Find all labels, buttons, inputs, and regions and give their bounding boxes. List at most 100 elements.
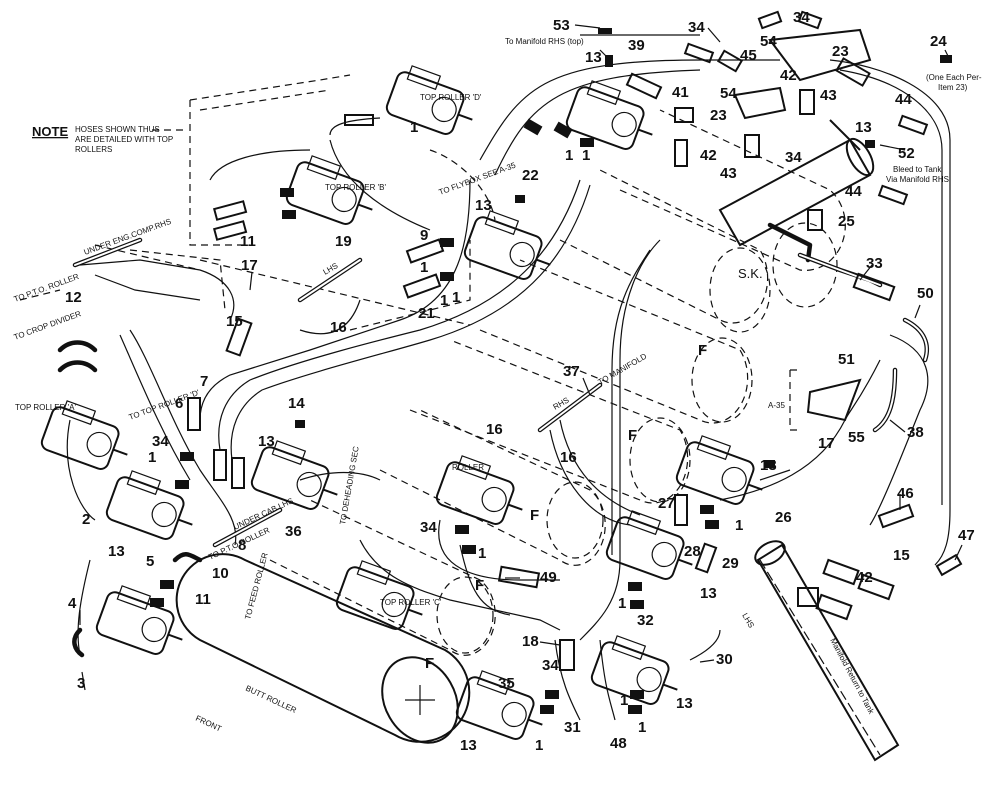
callout-1l: 1 bbox=[452, 289, 460, 306]
hose-left-bends bbox=[57, 340, 203, 658]
one-each-per-label: (One Each Per- bbox=[926, 73, 982, 82]
hose-29 bbox=[694, 542, 718, 574]
manifold-37 bbox=[537, 382, 603, 433]
callout-28: 28 bbox=[684, 543, 701, 560]
fittings-42-15 bbox=[797, 558, 895, 621]
roller-cylinder-center: F bbox=[409, 339, 691, 504]
callout-5: 5 bbox=[146, 553, 154, 570]
motor-top-roller-d bbox=[385, 65, 473, 135]
hose-46 bbox=[877, 503, 915, 529]
motor-top-roller-b bbox=[285, 155, 373, 225]
roller-cylinder-sk: S.K. bbox=[559, 169, 771, 333]
callout-16: 16 bbox=[330, 319, 347, 336]
callout-55: 55 bbox=[848, 429, 865, 446]
under-eng-comp-rhs-label: UNDER ENG.COMP.RHS bbox=[83, 217, 173, 257]
callout-36: 36 bbox=[285, 523, 302, 540]
callout-31: 31 bbox=[564, 719, 581, 736]
callout-1j: 1 bbox=[638, 719, 646, 736]
callout-11: 11 bbox=[240, 233, 256, 250]
callout-21: 21 bbox=[418, 305, 435, 322]
top-roller-b-label: TOP ROLLER 'B' bbox=[325, 183, 386, 192]
callout-1g: 1 bbox=[478, 545, 486, 562]
motor-bottom-center bbox=[455, 670, 543, 740]
callout-22: 22 bbox=[522, 167, 539, 184]
fittings-top bbox=[674, 10, 929, 231]
callout-41: 41 bbox=[672, 84, 689, 101]
callout-7: 7 bbox=[200, 373, 208, 390]
callout-8: 8 bbox=[238, 537, 246, 554]
callout-3: 3 bbox=[77, 675, 85, 692]
callout-17: 17 bbox=[241, 257, 258, 274]
roller-cylinder-lower: F F bbox=[269, 499, 496, 672]
motor-center-left bbox=[250, 440, 338, 510]
to-deheading-label: TO DEHEADING SEC bbox=[338, 445, 361, 525]
callout-2: 2 bbox=[82, 511, 90, 528]
manifold-19 bbox=[297, 257, 363, 303]
callout-19: 19 bbox=[335, 233, 352, 250]
callout-48: 48 bbox=[610, 735, 627, 752]
motor-top-roller-c bbox=[335, 560, 423, 630]
manifold-36 bbox=[212, 507, 283, 548]
callout-17b: 17 bbox=[818, 435, 835, 452]
hose-27 bbox=[674, 494, 688, 526]
callout-13f: 13 bbox=[108, 543, 125, 560]
roller-cylinder-middle: F bbox=[479, 259, 753, 424]
to-flybox-label: TO FLYBOX SEE A-35 bbox=[438, 161, 518, 197]
callout-24: 24 bbox=[930, 33, 947, 50]
callout-10: 10 bbox=[212, 565, 229, 582]
callout-39: 39 bbox=[628, 37, 645, 54]
callout-49: 49 bbox=[540, 569, 557, 586]
callout-54b: 54 bbox=[720, 85, 737, 102]
roller-label: ROLLER bbox=[452, 463, 484, 472]
motor-upper-center bbox=[565, 80, 653, 150]
callout-1c: 1 bbox=[420, 259, 428, 276]
callout-15b: 15 bbox=[893, 547, 910, 564]
hoses-11 bbox=[212, 200, 248, 241]
callout-51: 51 bbox=[838, 351, 855, 368]
callout-34: 34 bbox=[688, 19, 705, 36]
to-manifold-label: TO MANIFOLD bbox=[597, 352, 649, 387]
motor-roller-center bbox=[435, 455, 523, 525]
front-label: FRONT bbox=[194, 714, 223, 734]
callout-1f: 1 bbox=[148, 449, 156, 466]
callout-13h: 13 bbox=[460, 737, 477, 754]
callout-23: 23 bbox=[832, 43, 849, 60]
callout-25: 25 bbox=[838, 213, 855, 230]
hose-38 bbox=[872, 367, 898, 433]
motor-top-roller-a bbox=[40, 400, 128, 470]
callout-6: 6 bbox=[175, 395, 183, 412]
bleed-to-tank-label: Bleed to Tank bbox=[893, 165, 942, 174]
lhs-return-pipe: LHS Manifold Return to Tank bbox=[740, 540, 900, 762]
manifold-12 bbox=[72, 237, 143, 268]
hose-39 bbox=[625, 72, 663, 100]
callout-1d: 1 bbox=[440, 292, 448, 309]
top-roller-a-label: TOP ROLLER 'A' bbox=[15, 403, 76, 412]
motor-bottom-right bbox=[590, 635, 678, 705]
callout-54: 54 bbox=[760, 33, 777, 50]
hoses-dashed bbox=[19, 74, 496, 331]
hoses-solid bbox=[66, 34, 951, 721]
callout-37: 37 bbox=[563, 363, 580, 380]
callout-13b: 13 bbox=[855, 119, 872, 136]
f-mark-2: F bbox=[628, 427, 637, 444]
callout-26: 26 bbox=[775, 509, 792, 526]
callout-1k: 1 bbox=[582, 147, 590, 164]
callout-29: 29 bbox=[722, 555, 739, 572]
callout-44: 44 bbox=[895, 91, 912, 108]
note-block: NOTE HOSES SHOWN THUS ARE DETAILED WITH … bbox=[32, 124, 188, 154]
top-roller-c-label: TOP ROLLER 'C' bbox=[380, 598, 442, 607]
manifold-return-label: Manifold Return to Tank bbox=[828, 637, 876, 717]
callout-1i: 1 bbox=[535, 737, 543, 754]
butt-roller-label: BUTT ROLLER bbox=[244, 684, 298, 715]
callout-1m: 1 bbox=[620, 692, 628, 709]
callout-34d: 34 bbox=[152, 433, 169, 450]
hose-6 bbox=[187, 397, 201, 431]
lhs-pipe-label: LHS bbox=[740, 612, 756, 630]
top-roller-d-label: TOP ROLLER 'D' bbox=[420, 93, 482, 102]
callout-32: 32 bbox=[637, 612, 654, 629]
callout-9: 9 bbox=[420, 227, 428, 244]
callout-1a: 1 bbox=[410, 119, 418, 136]
roller-cylinder-lower-center: F bbox=[379, 409, 606, 566]
motor-left-middle bbox=[105, 470, 193, 540]
callout-34b: 34 bbox=[793, 9, 810, 26]
